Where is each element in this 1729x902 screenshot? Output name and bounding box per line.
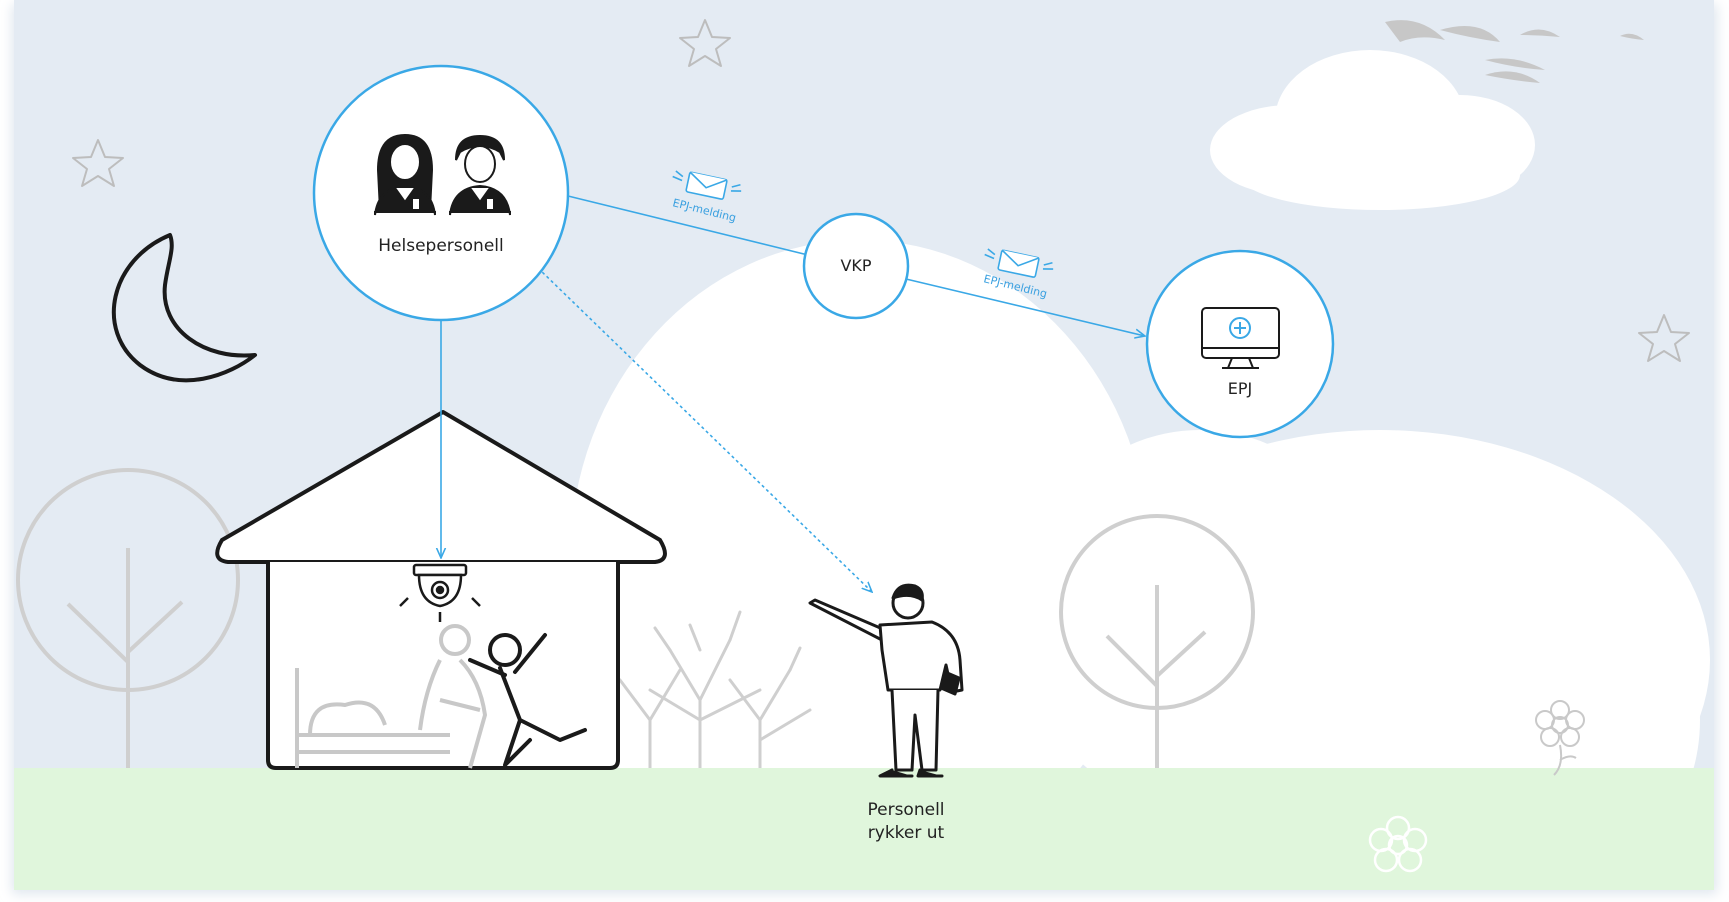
medical-monitor-icon — [1201, 307, 1280, 369]
falling-person-icon — [468, 633, 587, 767]
vkp-to-epj-arrow — [905, 278, 1145, 336]
bed-icon — [295, 668, 450, 768]
helsepersonell-label: Helsepersonell — [378, 236, 503, 256]
bird-icon — [1385, 20, 1644, 83]
flower-icon — [1368, 815, 1428, 873]
star-icon — [1638, 314, 1690, 362]
bush-icon — [618, 610, 812, 770]
pointing-nurse-icon — [808, 583, 964, 778]
helsepersonell-node: Helsepersonell — [312, 64, 570, 322]
ground — [14, 768, 1714, 890]
winged-envelope-icon — [984, 248, 1054, 278]
tree-icon — [1059, 514, 1255, 768]
personell-label-line2: rykker ut — [868, 823, 945, 843]
vkp-node: VKP — [802, 212, 910, 320]
star-icon — [72, 139, 124, 187]
helse-to-vkp-line — [567, 195, 809, 256]
epj-node: EPJ — [1145, 249, 1335, 439]
flower-icon — [1535, 700, 1585, 776]
cloud-icon — [1210, 50, 1535, 210]
connector-lines — [441, 195, 1145, 592]
personell-label-line1: Personell — [867, 800, 944, 820]
epj-label: EPJ — [1228, 379, 1252, 398]
vkp-label: VKP — [840, 256, 871, 275]
person-silhouette-icon — [418, 624, 487, 769]
tree-icon — [16, 468, 240, 768]
star-icon — [679, 19, 731, 67]
camera-icon — [399, 563, 481, 622]
two-nurses-icon — [374, 133, 511, 216]
moon-icon — [112, 233, 257, 383]
winged-envelope-icon — [672, 170, 742, 200]
